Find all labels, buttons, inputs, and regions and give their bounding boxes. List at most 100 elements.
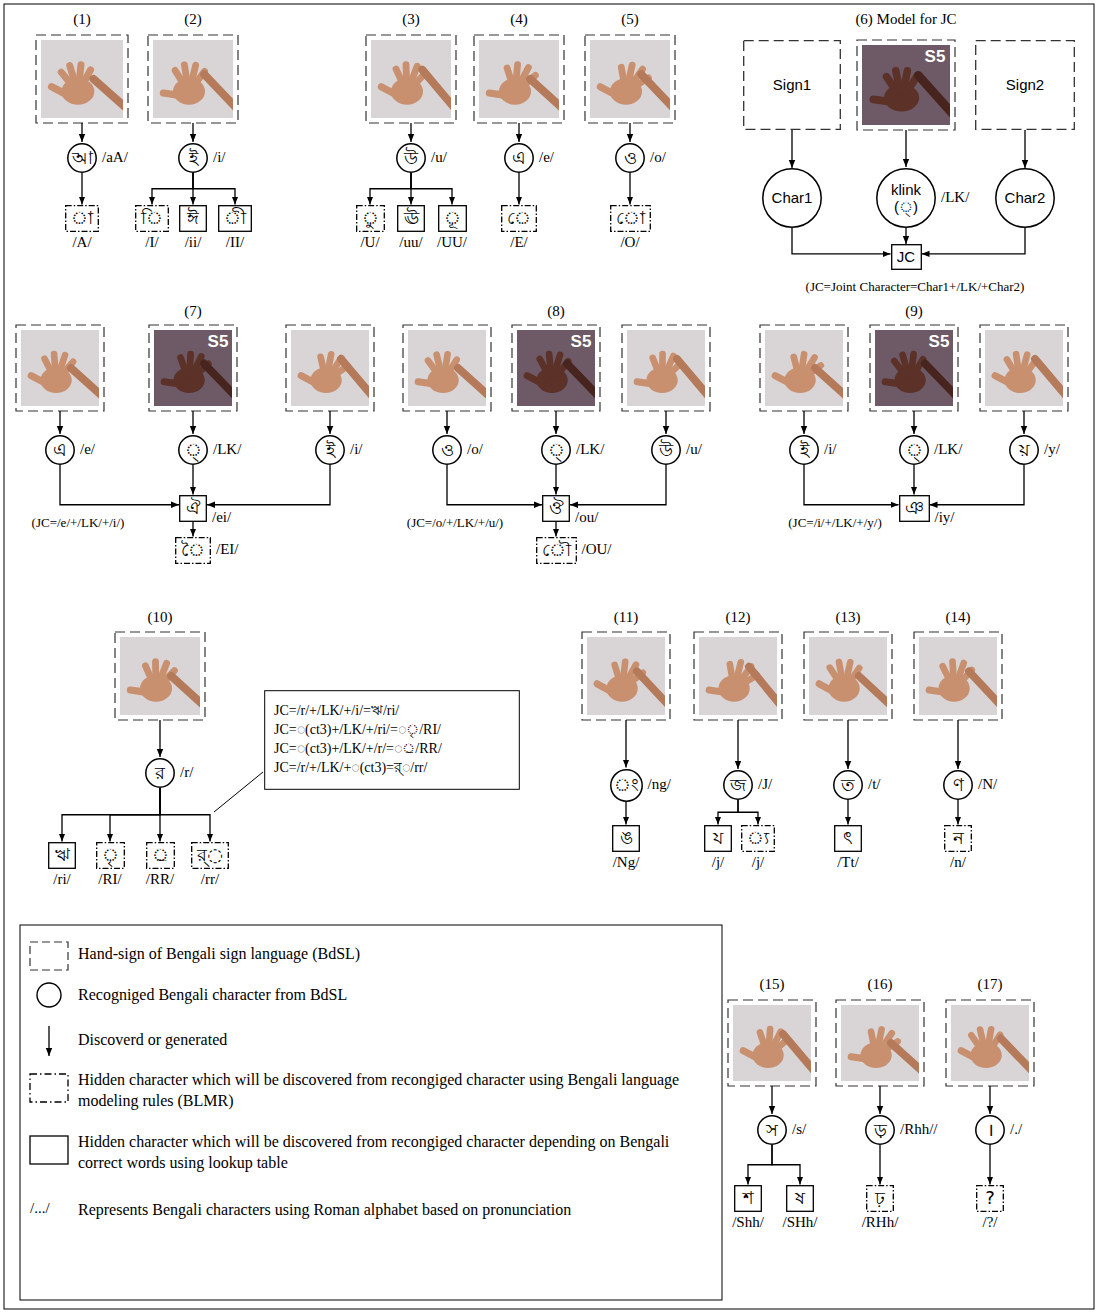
node-text: এ	[53, 440, 67, 461]
sign-code: S5	[929, 332, 950, 352]
legend-text: Hidden character which will be discovere…	[78, 1070, 708, 1112]
generation-arrow	[555, 522, 556, 537]
transliteration-label: /LK/	[933, 441, 963, 458]
rule-line: JC=/r/+/LK/+/i/=ঋ/ri/	[274, 702, 399, 721]
hand-finger	[615, 665, 620, 683]
legend-frame	[20, 925, 722, 1300]
legend-sample-dashdot-box	[30, 1074, 68, 1102]
node-body: ◌ৌ	[542, 540, 571, 561]
node-text: ।	[987, 1120, 994, 1141]
photo-ground	[154, 330, 232, 406]
generation-arrow	[748, 1145, 772, 1185]
sign-to-character-arrow	[1023, 411, 1024, 434]
node-body: য়	[1019, 440, 1030, 461]
node-text: ◌ু	[362, 208, 379, 229]
hand-sign-photo	[366, 35, 456, 123]
hand-finger	[794, 357, 798, 374]
circle-outline	[790, 436, 818, 464]
hand-illustration	[709, 662, 777, 705]
sign-code: S5	[925, 47, 946, 67]
node-text: Sign2	[1006, 76, 1044, 93]
blmr-box: ?/?/	[976, 1185, 1004, 1212]
node-body: ড়	[874, 1120, 887, 1141]
generation-arrow	[847, 800, 848, 825]
character-circle: আ/aA/	[67, 143, 97, 173]
box-outline	[787, 1185, 814, 1211]
hand-sign-photo	[760, 325, 848, 411]
node-text: আ	[72, 148, 93, 169]
node-body: এ	[53, 440, 67, 461]
character-circle: র/r/	[145, 758, 175, 788]
generation-arrow	[160, 788, 210, 842]
hand-sign-photo	[870, 325, 958, 411]
pointing-hand	[458, 368, 486, 397]
circle-outline	[724, 771, 752, 799]
sign-to-character-arrow	[913, 411, 914, 434]
node-body: স	[766, 1120, 778, 1141]
node-text: শ	[743, 1188, 754, 1209]
pointing-hand	[815, 368, 843, 397]
hand-illustration	[163, 65, 233, 109]
box-outline	[977, 1185, 1004, 1211]
panel-number: (9)	[905, 303, 923, 320]
node-text: klink	[891, 181, 921, 198]
hand-finger	[839, 662, 843, 682]
hand-thumb	[929, 690, 945, 692]
transliteration-label: /Tt/	[836, 854, 860, 871]
node-body: klink(◌্)	[891, 181, 921, 216]
rule-line: JC=◌(ct3)+/LK/+/ri/=◌ৃ/RI/	[274, 721, 441, 740]
hand-illustration	[819, 662, 887, 706]
transliteration-label: /u/	[685, 441, 703, 458]
pointing-hand	[749, 667, 777, 706]
blmr-box: ◌ু/U/	[356, 205, 385, 232]
legend-text: Represents Bengali characters using Roma…	[78, 1200, 708, 1221]
generation-arrow	[110, 788, 160, 842]
hand-illustration	[597, 662, 665, 706]
hand-sign-frame	[622, 325, 710, 411]
hand-finger	[1016, 354, 1019, 374]
transliteration-label: /E/	[509, 234, 529, 251]
circle-outline	[944, 771, 972, 799]
hand-illustration	[418, 354, 486, 397]
hand-thumb	[31, 376, 47, 384]
character-circle: ণ/N/	[943, 770, 973, 800]
hand-thumb	[743, 1051, 759, 1059]
sign-to-character-arrow	[905, 130, 906, 167]
transliteration-label: /O/	[619, 234, 640, 251]
node-body: ঋ	[55, 845, 70, 866]
hand-illustration	[995, 354, 1063, 397]
transliteration-label: /i/	[212, 149, 227, 166]
hand-sign-frame	[870, 325, 958, 411]
node-body: Char1	[772, 189, 813, 206]
box-outline	[742, 825, 775, 851]
legend-sample-circle	[37, 983, 61, 1007]
sign-to-character-arrow	[329, 411, 330, 434]
hand-sign-photo	[582, 632, 670, 720]
node-body: ই	[800, 440, 809, 461]
transliteration-label: /N/	[977, 776, 998, 793]
hand-sign-frame	[836, 1000, 924, 1086]
generation-arrow	[913, 465, 914, 495]
node-body: ◌্	[906, 440, 923, 461]
character-circle: ত/t/	[833, 770, 863, 800]
generation-arrow	[922, 228, 1026, 254]
generation-arrow	[625, 802, 626, 825]
box-outline	[49, 842, 76, 868]
hand-finger	[730, 664, 733, 682]
transliteration-label: /./	[1009, 1121, 1023, 1138]
blmr-box: ◌া/A/	[65, 205, 99, 232]
node-body: ঐ	[186, 498, 200, 519]
pointing-hand	[204, 74, 233, 108]
hand-thumb	[597, 684, 613, 693]
character-circle: ◌ং/ng/	[610, 769, 643, 802]
node-body: ।	[987, 1120, 994, 1141]
box-outline	[180, 495, 207, 521]
hand-illustration	[381, 65, 451, 109]
hand-finger	[896, 71, 900, 92]
hand-illustration	[600, 65, 670, 108]
photo-ground	[627, 330, 705, 406]
node-text: ◌ৌ	[542, 540, 571, 561]
photo-ground	[371, 40, 451, 118]
circle-outline	[316, 436, 344, 464]
box-outline	[438, 205, 466, 231]
